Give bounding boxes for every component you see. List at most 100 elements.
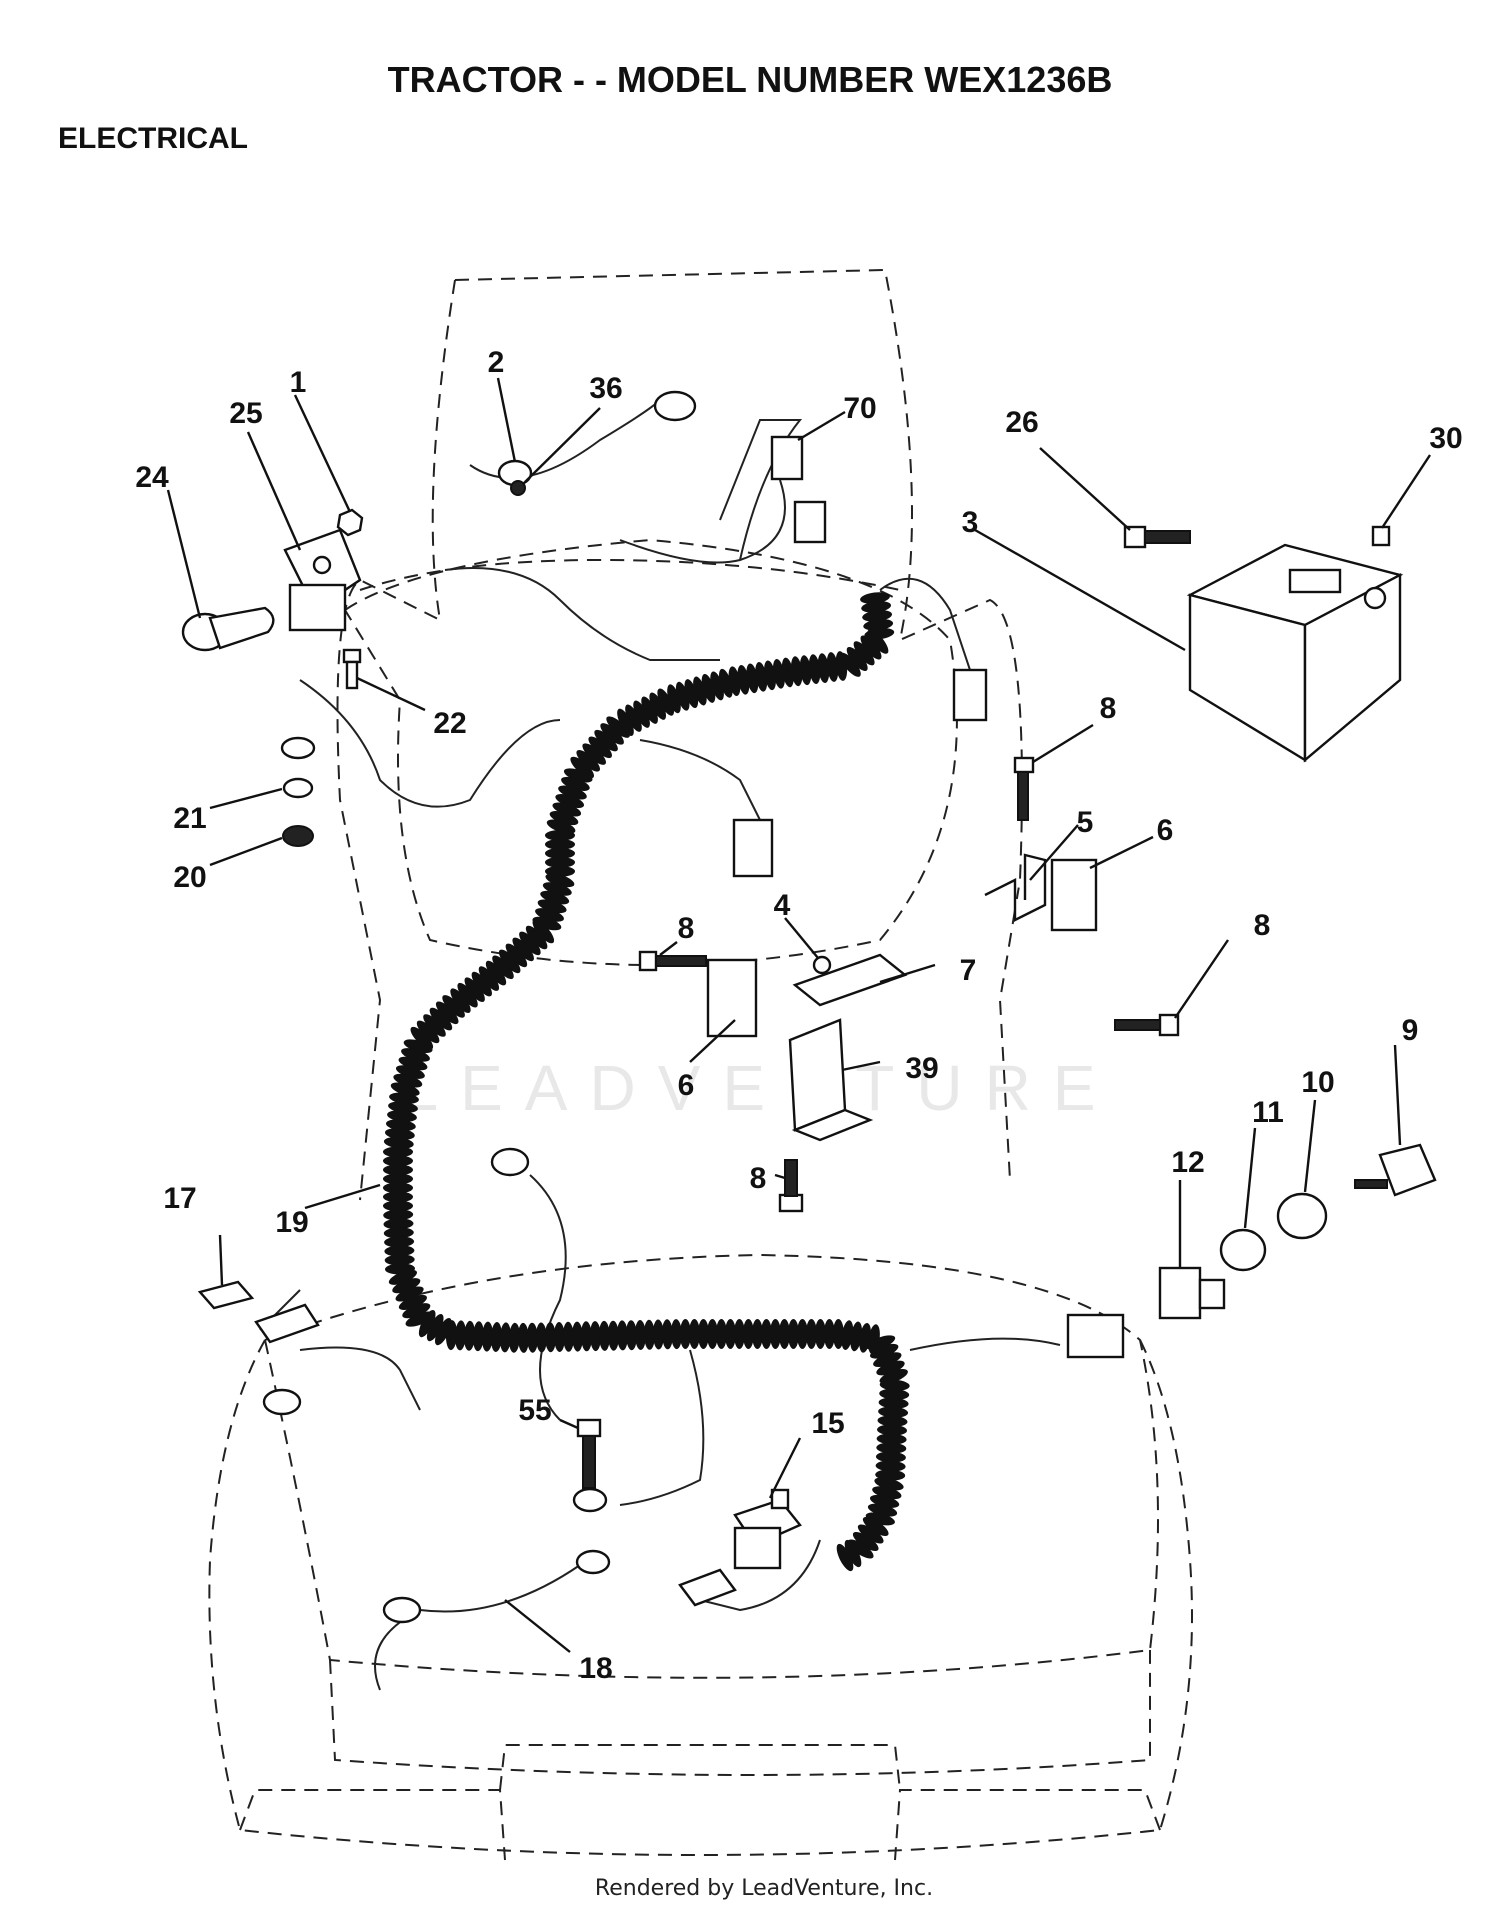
- callout-5: 5: [1077, 806, 1094, 839]
- harness-coil-loop: [808, 654, 821, 685]
- connector-part: [1066, 1313, 1125, 1359]
- connector-part: [732, 435, 988, 878]
- harness-coil-loop: [790, 656, 803, 687]
- footer-credit: Rendered by LeadVenture, Inc.: [595, 1876, 933, 1901]
- callout-6-b: 6: [678, 1069, 695, 1102]
- harness-coil-loop: [545, 838, 575, 850]
- harness-coil-loop: [517, 1322, 529, 1353]
- callout-1: 1: [290, 366, 307, 399]
- harness-coil-loop: [863, 619, 894, 631]
- harness-coil-loop: [392, 1278, 421, 1294]
- harness-coil-loop: [706, 1319, 718, 1349]
- harness-coil-loop: [796, 1319, 808, 1349]
- ring-terminal-part: [490, 1147, 530, 1177]
- harness-coil-loop: [416, 1020, 440, 1044]
- harness-coil-loop: [558, 785, 587, 800]
- ignition-switch-part: [1158, 1266, 1226, 1320]
- harness-coil-loop: [870, 1343, 899, 1359]
- harness-coil-loop: [418, 1309, 436, 1338]
- harness-coil-loop: [445, 1320, 458, 1351]
- harness-coil-loop: [471, 971, 492, 997]
- bezel-part: [1276, 1192, 1328, 1240]
- harness-coil-loop: [384, 1236, 415, 1248]
- harness-coil-loop: [875, 1460, 906, 1472]
- harness-coil-loop: [545, 873, 575, 888]
- harness-coil-loop: [555, 793, 585, 809]
- harness-coil-loop: [457, 982, 478, 1008]
- harness-coil-loop: [878, 1397, 909, 1409]
- harness-coil-loop: [410, 1026, 434, 1050]
- callout-labels: 1 25 24 2 36 70 26 30 3 22 21 20 8 5 6 8…: [135, 346, 1462, 1685]
- switch-bracket-part: [706, 853, 1098, 1038]
- harness-coil-loop: [657, 688, 675, 716]
- harness-coil-loop: [383, 1218, 414, 1230]
- harness-coil-loop: [866, 1335, 896, 1351]
- harness-coil-loop: [388, 1269, 417, 1285]
- harness-coil-loop: [594, 729, 618, 752]
- harness-coil-loop: [799, 655, 812, 686]
- harness-coil-loop: [546, 819, 576, 834]
- harness-coil-loop: [383, 1209, 414, 1221]
- harness-coil-loop: [384, 1245, 415, 1257]
- harness-coil-loop: [862, 610, 893, 622]
- harness-coil-loop: [490, 1322, 502, 1352]
- harness-coil-loop: [688, 1319, 700, 1349]
- harness-coil-loop: [867, 629, 889, 654]
- callout-12: 12: [1171, 1146, 1204, 1179]
- seat-switch-part: [678, 1488, 802, 1607]
- harness-coil-loop: [435, 1001, 459, 1025]
- harness-coil-loop: [715, 1319, 727, 1349]
- ring-terminal-part: [382, 1596, 422, 1624]
- harness-coil-loop: [616, 1320, 628, 1351]
- coiled-wire-harness: [383, 592, 910, 1572]
- harness-coil-loop: [852, 1532, 879, 1551]
- harness-coil-loop: [434, 1317, 452, 1346]
- harness-coil-loop: [876, 1433, 907, 1445]
- callout-11: 11: [1252, 1096, 1284, 1129]
- harness-coil-loop: [625, 704, 642, 732]
- battery-bolt-part: [1123, 525, 1391, 549]
- callout-9: 9: [1402, 1014, 1419, 1047]
- harness-coil-loop: [481, 1321, 493, 1352]
- harness-coil-loop: [535, 908, 564, 922]
- harness-coil-loop: [387, 1110, 417, 1122]
- callout-10: 10: [1301, 1066, 1334, 1099]
- harness-coil-loop: [472, 1321, 484, 1352]
- callout-8-a: 8: [1100, 692, 1117, 725]
- harness-coil-loop: [649, 692, 667, 720]
- lock-washer-part: [282, 777, 314, 799]
- callout-25: 25: [229, 397, 262, 430]
- harness-coil-loop: [532, 916, 562, 931]
- harness-coil-loop: [576, 750, 600, 772]
- harness-coil-loop: [823, 1319, 835, 1349]
- harness-coil-loop: [562, 1321, 574, 1352]
- harness-coil-loop: [549, 811, 579, 826]
- harness-coil-loop: [545, 847, 575, 859]
- harness-coil-loop: [532, 919, 555, 944]
- callout-22: 22: [433, 707, 466, 740]
- harness-coil-loop: [718, 668, 733, 698]
- harness-coil-loop: [633, 700, 650, 728]
- harness-coil-loop: [525, 925, 548, 950]
- harness-coil-loop: [383, 1146, 413, 1158]
- harness-coil-loop: [693, 676, 707, 706]
- harness-coil-loop: [582, 743, 606, 765]
- harness-coil-loop: [385, 1119, 416, 1131]
- harness-coil-loop: [561, 776, 590, 791]
- harness-coil-loop: [844, 1539, 862, 1568]
- wiring: [259, 399, 1061, 1691]
- harness-coil-loop: [860, 592, 890, 604]
- harness-coil-loop: [724, 1319, 736, 1349]
- harness-coil-loop: [835, 651, 848, 681]
- harness-coil-loop: [542, 882, 572, 896]
- harness-coil-loop: [537, 899, 567, 914]
- callout-70: 70: [843, 392, 876, 425]
- harness-coil-loop: [442, 995, 465, 1018]
- callout-26: 26: [1005, 406, 1038, 439]
- ring-terminal-part: [575, 1549, 611, 1575]
- harness-coil-loop: [606, 716, 630, 738]
- callout-20: 20: [173, 861, 206, 894]
- harness-coil-loop: [478, 966, 500, 991]
- harness-coil-loop: [832, 1319, 844, 1349]
- harness-coil-loop: [429, 1007, 453, 1031]
